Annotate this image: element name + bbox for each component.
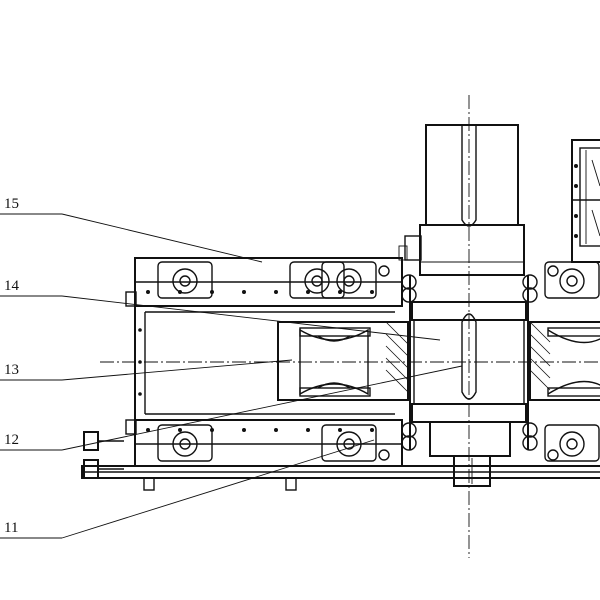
callout-label-12: 12 (4, 432, 19, 448)
callout-label-15: 15 (4, 196, 19, 212)
callout-label-14: 14 (4, 278, 20, 294)
bottom-wheels (157, 422, 600, 462)
base-rail (81, 431, 600, 491)
callout-label-13: 13 (4, 362, 19, 378)
right-housing (571, 139, 600, 263)
roller-assembly-right (529, 321, 600, 401)
main-shaft (409, 125, 529, 487)
upper-housing (398, 124, 525, 276)
leader-lines (0, 213, 463, 539)
top-wheels (157, 261, 600, 303)
callout-label-11: 11 (4, 520, 18, 536)
